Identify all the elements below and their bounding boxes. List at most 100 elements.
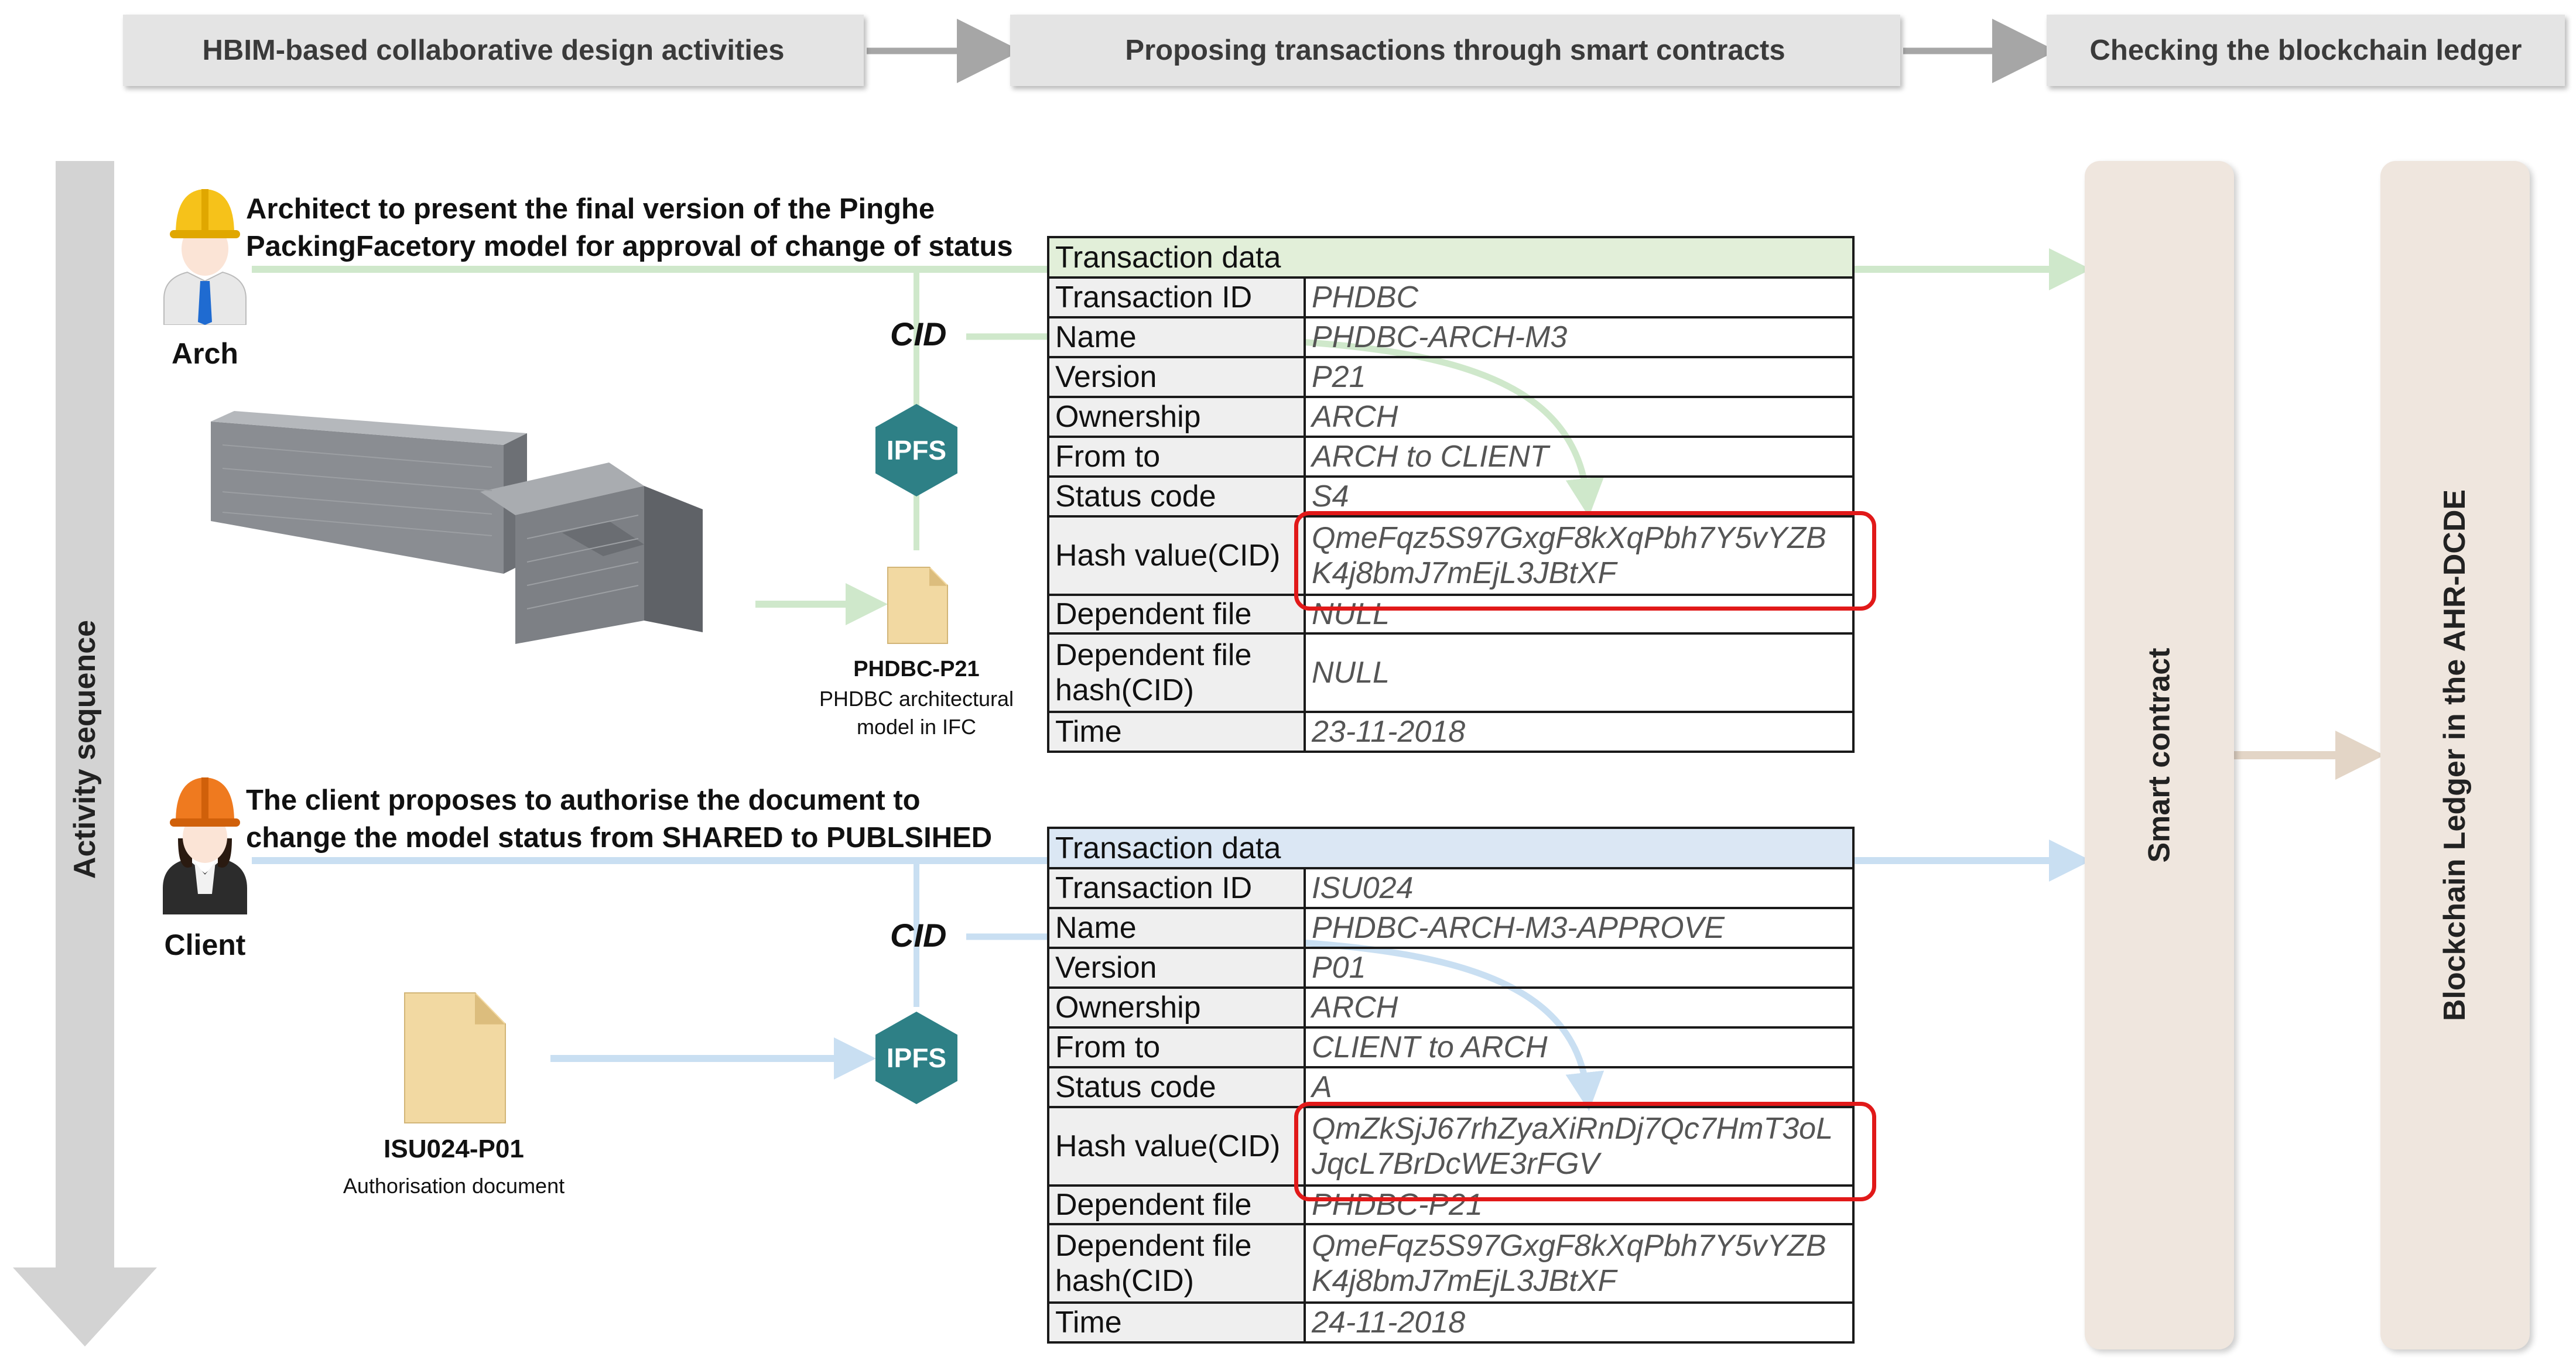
table-row: Name PHDBC-ARCH-M3 [1047,316,1855,358]
client-file-caption: Authorisation document [343,1174,565,1198]
field-value: NULL [1304,632,1855,713]
smart-contract-pillar [2085,161,2234,1349]
table-row: Ownership ARCH [1047,396,1855,438]
table-row: Dependent file PHDBC-P21 [1047,1184,1855,1225]
architect-file-caption-line-2: model in IFC [856,715,977,739]
architect-file-caption-line-1: PHDBC architectural [819,687,1014,711]
field-value: 24-11-2018 [1304,1301,1855,1344]
architect-file-caption: PHDBC architectural model in IFC [785,685,1048,741]
table-row: Hash value(CID) QmZkSjJ67rhZyaXiRnDj7Qc7… [1047,1106,1855,1187]
field-value: ARCH [1304,986,1855,1029]
field-value: ISU024 [1304,867,1855,909]
phase-ledger-check: Checking the blockchain ledger [2047,15,2565,86]
client-note-line-1: The client proposes to authorise the doc… [246,784,921,816]
ledger-label: Blockchain Ledger in the AHR-DCDE [2438,489,2472,1022]
table-row: Dependent file hash(CID) QmeFqz5S97GxgF8… [1047,1223,1855,1304]
field-value: 23-11-2018 [1304,711,1855,753]
architect-note: Architect to present the final version o… [246,190,1013,265]
client-file-title: ISU024-P01 [384,1135,524,1163]
table-row: Hash value(CID) QmeFqz5S97GxgF8kXqPbh7Y5… [1047,515,1855,596]
field-value-hash: QmeFqz5S97GxgF8kXqPbh7Y5vYZBK4j8bmJ7mEjL… [1304,515,1855,596]
architect-file-title: PHDBC-P21 [853,657,980,681]
table-row: Dependent file hash(CID) NULL [1047,632,1855,713]
table-row: Transaction ID PHDBC [1047,276,1855,318]
architect-note-line-2: PackingFacetory model for approval of ch… [246,231,1013,262]
table-row: Name PHDBC-ARCH-M3-APPROVE [1047,907,1855,949]
field-value: CLIENT to ARCH [1304,1026,1855,1068]
phase-smart-contracts: Proposing transactions through smart con… [1010,15,1900,86]
field-key: From to [1047,436,1306,478]
table-row: Dependent file NULL [1047,594,1855,635]
field-value: ARCH to CLIENT [1304,436,1855,478]
table-header: Transaction data [1047,236,1855,279]
table-row: Version P21 [1047,356,1855,398]
field-key: From to [1047,1026,1306,1068]
field-key: Name [1047,316,1306,358]
architect-hash-highlight [1294,511,1876,611]
field-value: PHDBC-P21 [1304,1184,1855,1225]
field-key: Transaction ID [1047,276,1306,318]
client-cid-label: CID [890,917,947,954]
hbim-building-model-image [211,411,703,644]
field-value: PHDBC-ARCH-M3-APPROVE [1304,907,1855,949]
client-note-line-2: change the model status from SHARED to P… [246,822,993,854]
field-key: Dependent file [1047,594,1306,635]
field-value: S4 [1304,475,1855,518]
client-ipfs-icon: IPFS [875,1012,957,1104]
architect-note-line-1: Architect to present the final version o… [246,193,935,225]
table-row: Time 23-11-2018 [1047,711,1855,753]
table-header-row: Transaction data [1047,827,1855,869]
table-row: Transaction ID ISU024 [1047,867,1855,909]
client-name: Client [164,929,246,961]
architect-cid-label: CID [890,316,947,352]
architect-name: Arch [172,337,238,370]
field-value-hash: QmeFqz5S97GxgF8kXqPbh7Y5vYZBK4j8bmJ7mEjL… [1304,1223,1855,1304]
table-header: Transaction data [1047,827,1855,869]
client-note: The client proposes to authorise the doc… [246,782,992,856]
table-row: From to ARCH to CLIENT [1047,436,1855,478]
field-value: PHDBC [1304,276,1855,318]
field-value: P21 [1304,356,1855,398]
field-key: Dependent file hash(CID) [1047,632,1306,713]
table-row: Version P01 [1047,947,1855,989]
phase-hbim-design-label: HBIM-based collaborative design activiti… [202,35,785,66]
table-row: Ownership ARCH [1047,986,1855,1029]
transaction-table-architect: Transaction data Transaction ID PHDBC Na… [1047,236,1855,753]
phase-ledger-check-label: Checking the blockchain ledger [2089,35,2522,66]
activity-sequence-label: Activity sequence [68,619,102,879]
field-value: PHDBC-ARCH-M3 [1304,316,1855,358]
smart-contract-label: Smart contract [2142,647,2177,863]
field-key: Transaction ID [1047,867,1306,909]
field-value: P01 [1304,947,1855,989]
transaction-table-client: Transaction data Transaction ID ISU024 N… [1047,827,1855,1344]
field-value: ARCH [1304,396,1855,438]
field-key: Hash value(CID) [1047,515,1306,596]
ledger-pillar [2380,161,2530,1349]
field-key: Dependent file hash(CID) [1047,1223,1306,1304]
field-key: Version [1047,356,1306,398]
activity-sequence-arrow [13,161,157,1347]
field-key: Hash value(CID) [1047,1106,1306,1187]
client-avatar-icon [163,777,247,914]
field-key: Status code [1047,475,1306,518]
field-key: Time [1047,711,1306,753]
field-value: A [1304,1066,1855,1108]
architect-avatar-icon [163,189,247,325]
phase-hbim-design: HBIM-based collaborative design activiti… [123,15,864,86]
field-key: Dependent file [1047,1184,1306,1225]
table-row: Time 24-11-2018 [1047,1301,1855,1344]
architect-ifc-file-icon [887,567,948,644]
architect-ipfs-label: IPFS [886,435,947,465]
field-key: Version [1047,947,1306,989]
field-value: NULL [1304,594,1855,635]
client-ipfs-label: IPFS [886,1043,947,1073]
client-hash-highlight [1294,1102,1876,1201]
table-header-row: Transaction data [1047,236,1855,279]
field-key: Status code [1047,1066,1306,1108]
authorisation-document-icon [404,992,506,1123]
field-value-hash: QmZkSjJ67rhZyaXiRnDj7Qc7HmT3oLJqcL7BrDcW… [1304,1106,1855,1187]
field-key: Time [1047,1301,1306,1344]
table-row: Status code A [1047,1066,1855,1108]
architect-ipfs-icon: IPFS [875,404,957,496]
